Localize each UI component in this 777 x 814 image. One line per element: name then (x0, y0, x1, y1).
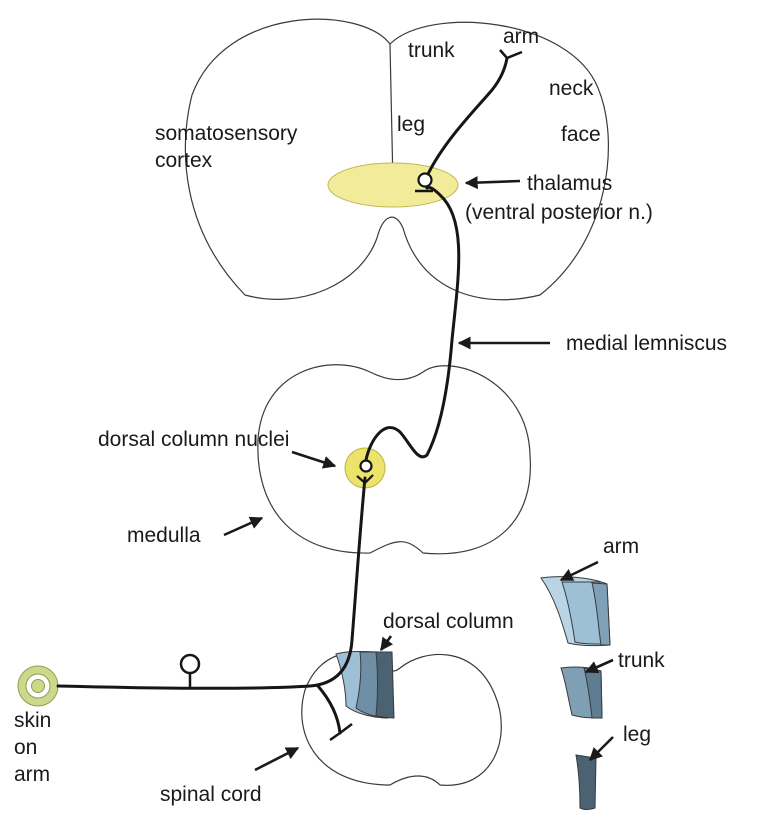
neck-label: neck (549, 77, 594, 100)
medulla-arrow (224, 518, 262, 535)
leg-column-wedge (576, 755, 596, 810)
medulla-outline (258, 365, 531, 554)
spinal-cord-outline (302, 653, 502, 785)
ventral-posterior-label: (ventral posterior n.) (465, 201, 653, 224)
cortex-outline (185, 19, 608, 300)
drg-cell-body (181, 655, 199, 673)
arm-cortex-label: arm (503, 25, 539, 48)
cortex-label: cortex (155, 149, 213, 172)
leg-side-arrow (590, 737, 613, 760)
dcn-cell-body (361, 461, 372, 472)
trunk-cortex-label: trunk (408, 39, 455, 62)
arm-side-label: arm (603, 535, 639, 558)
medial-lemniscus-label: medial lemniscus (566, 332, 727, 355)
somatosensory-label: somatosensory (155, 122, 298, 145)
dorsal-column-label: dorsal column (383, 610, 514, 633)
dorsal-column-arrow (381, 636, 391, 650)
spinal-cord-arrow (255, 748, 298, 770)
thalamus-nucleus (328, 163, 458, 207)
spinal-cord-label: spinal cord (160, 783, 262, 806)
skin-receptor (18, 666, 58, 706)
leg-cortex-label: leg (397, 113, 425, 136)
arm-column-wedge (541, 577, 610, 646)
thalamus-label: thalamus (527, 172, 612, 195)
on-label: on (14, 736, 37, 759)
trunk-side-label: trunk (618, 649, 665, 672)
thalamus-cell-body (419, 174, 432, 187)
dorsal-column-nuclei-label: dorsal column nuclei (98, 428, 289, 451)
skin-label: skin (14, 709, 51, 732)
arm-skin-label: arm (14, 763, 50, 786)
face-label: face (561, 123, 601, 146)
leg-side-label: leg (623, 723, 651, 746)
medulla-label: medulla (127, 524, 201, 547)
trunk-column-wedge (561, 667, 602, 718)
